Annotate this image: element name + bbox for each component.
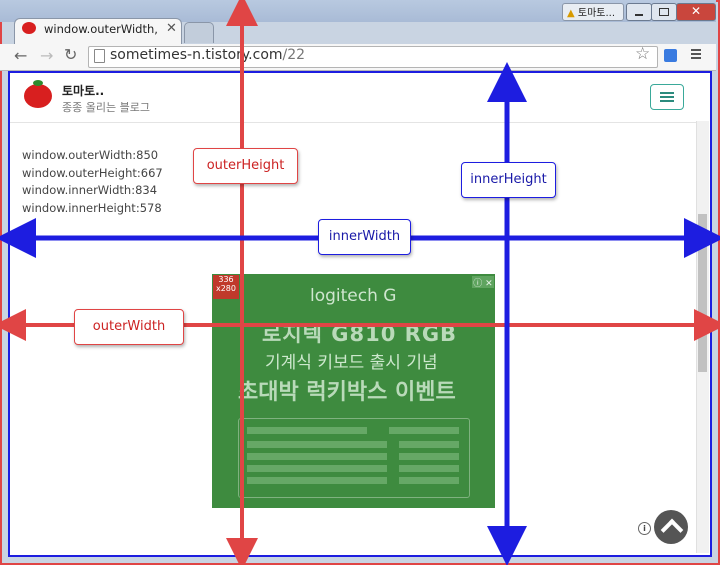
outer-width-label: outerWidth xyxy=(74,309,184,345)
tab-title: window.outerWidth, window. xyxy=(44,22,162,36)
info-outer-width: window.outerWidth:850 xyxy=(22,148,159,162)
star-icon[interactable]: ☆ xyxy=(635,44,651,64)
back-icon[interactable]: ← xyxy=(14,46,28,65)
tab-active[interactable] xyxy=(14,18,182,45)
info-inner-width: window.innerWidth:834 xyxy=(22,183,158,197)
close-window-button[interactable]: ✕ xyxy=(676,3,716,21)
reload-icon[interactable]: ↻ xyxy=(64,45,78,64)
info-outer-height: window.outerHeight:667 xyxy=(22,166,163,180)
ad-logo: logitech G xyxy=(310,286,397,306)
extension-icon[interactable] xyxy=(664,49,677,62)
blog-subtitle: 종종 올리는 블로그 xyxy=(62,101,150,114)
new-tab-button[interactable] xyxy=(184,22,214,43)
page-icon xyxy=(94,49,105,63)
tomato-icon xyxy=(24,80,52,108)
outer-height-label: outerHeight xyxy=(193,148,298,184)
profile-name: 토마토... xyxy=(577,8,616,19)
blog-header xyxy=(10,72,696,123)
hamburger-icon[interactable] xyxy=(650,84,684,110)
title-bar xyxy=(0,0,716,22)
inner-width-label: innerWidth xyxy=(318,219,411,255)
url-path: /22 xyxy=(282,47,306,63)
chevron-up-icon[interactable] xyxy=(654,510,688,544)
tomato-favicon-icon xyxy=(22,22,36,34)
minimize-button[interactable] xyxy=(626,3,652,21)
tab-close-icon[interactable]: ✕ xyxy=(166,21,177,36)
profile-button[interactable]: ▲ 토마토... xyxy=(562,3,624,21)
inner-height-label: innerHeight xyxy=(461,162,556,198)
ad-event: 초대박 럭키박스 이벤트 xyxy=(238,380,456,405)
info-icon[interactable]: i xyxy=(638,522,651,535)
blog-title[interactable]: 토마토.. xyxy=(62,84,105,98)
scrollbar-thumb[interactable] xyxy=(698,214,707,372)
ad-subline: 기계식 키보드 출시 기념 xyxy=(265,353,438,373)
forward-icon[interactable]: → xyxy=(40,46,54,65)
warning-icon: ▲ xyxy=(567,8,575,19)
keyboard-image xyxy=(238,418,470,498)
chrome-menu-icon[interactable] xyxy=(691,49,701,59)
info-inner-height: window.innerHeight:578 xyxy=(22,201,162,215)
